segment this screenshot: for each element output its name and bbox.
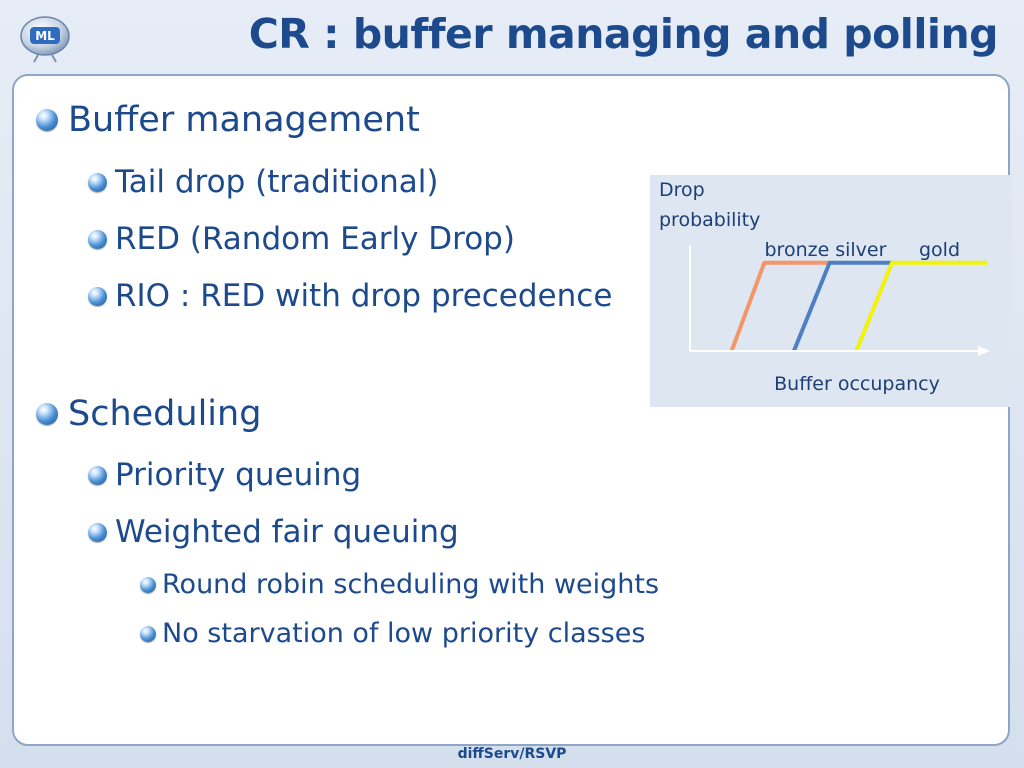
bullet-rio: RIO : RED with drop precedence [88,278,612,314]
bullet-no-starvation: No starvation of low priority classes [140,618,645,649]
series-layer [729,260,987,352]
series-label-gold: gold [919,239,960,261]
footer-text: diffServ/RSVP [457,746,567,762]
series-label-bronze: bronze [765,239,830,261]
y-axis-label-line-2: probability [659,209,760,231]
bullet-icon [88,286,107,306]
bullet-text: Buffer management [68,100,420,140]
bullet-buffer-management: Buffer management [36,100,420,140]
bullet-priority-queuing: Priority queuing [88,457,361,493]
y-axis-label-line-1: Drop [659,179,705,201]
bullet-text: Tail drop (traditional) [115,164,439,200]
bullet-icon [88,465,107,485]
bullet-scheduling: Scheduling [36,394,261,434]
svg-text:ML: ML [35,29,55,43]
series-line-silver [792,260,892,352]
page-title: CR : buffer managing and polling [248,10,999,58]
bullet-red: RED (Random Early Drop) [88,221,515,257]
bullet-text: No starvation of low priority classes [162,618,646,649]
bullet-tail-drop: Tail drop (traditional) [88,164,439,200]
logo-icon: ML [14,12,76,64]
bullet-icon [88,229,107,249]
drop-probability-chart: Drop probability Buffer occupancy bronze… [650,175,1012,407]
bullet-icon [36,109,58,131]
chart-canvas: Drop probability Buffer occupancy bronze… [659,179,990,395]
bullet-text: Scheduling [68,394,262,434]
bullet-icon [36,403,58,425]
x-axis-label: Buffer occupancy [774,373,940,395]
x-axis-arrowhead [978,346,990,356]
series-label-silver: silver [835,239,886,261]
bullet-text: RED (Random Early Drop) [115,221,515,257]
series-line-bronze [729,260,830,352]
series-line-gold [854,260,987,352]
bullet-text: RIO : RED with drop precedence [115,278,613,314]
bullet-text: Priority queuing [115,457,362,493]
bullet-round-robin: Round robin scheduling with weights [140,569,659,600]
bullet-text: Weighted fair queuing [115,514,459,550]
bullet-text: Round robin scheduling with weights [162,569,660,600]
bullet-icon [140,576,156,593]
bullet-icon [88,522,107,542]
bullet-icon [140,625,156,642]
bullet-weighted-fair-queuing: Weighted fair queuing [88,514,459,550]
bullet-icon [88,172,107,192]
